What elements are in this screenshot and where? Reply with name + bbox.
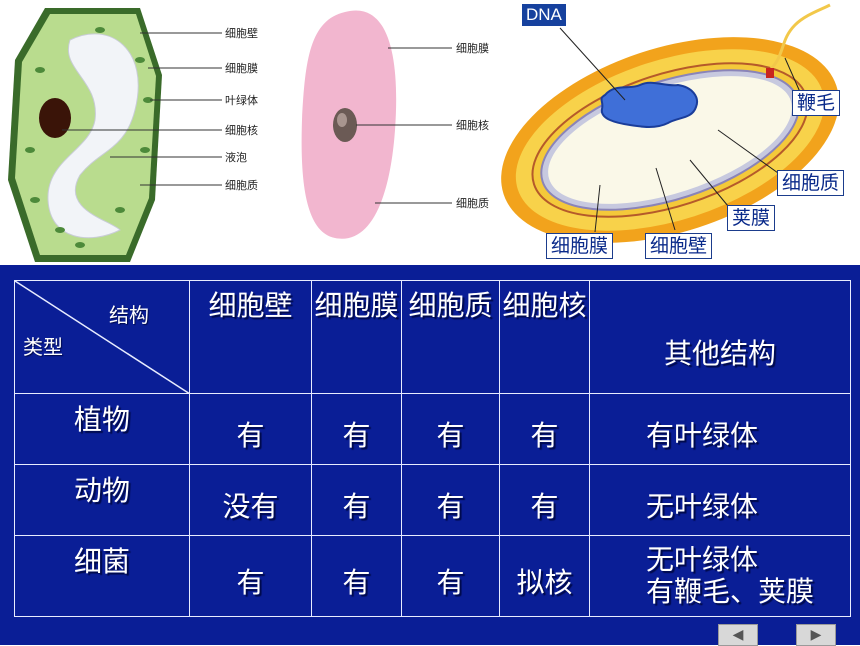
plant-label-membrane: 细胞膜 [225,62,258,75]
triangle-left-icon: ◀ [732,627,744,643]
table-cell-other: 无叶绿体 [589,464,851,536]
table-cell: 有 [189,393,312,465]
animal-label-nucleus: 细胞核 [456,118,489,132]
table-cell: 有 [189,535,312,617]
plant-label-vacuole: 液泡 [225,150,247,164]
illustration-area: 细胞壁 细胞膜 叶绿体 细胞核 液泡 细胞质 细胞膜 细胞核 细胞质 [0,0,860,265]
prev-slide-button[interactable]: ◀ [718,624,758,646]
table-cell: 没有 [189,464,312,536]
plant-cell-diagram: 细胞壁 细胞膜 叶绿体 细胞核 液泡 细胞质 [8,8,258,262]
table-cell: 有 [311,393,402,465]
bacterium-diagram [501,3,839,243]
row-label-plant: 植物 [14,393,190,465]
bacteria-label-membrane: 细胞膜 [546,233,614,259]
table-cell: 拟核 [499,535,590,617]
table-cell: 有 [499,464,590,536]
table-cell: 有 [499,393,590,465]
bacteria-label-wall: 细胞壁 [645,233,713,259]
cell-comparison-table: 结构 类型 细胞壁 细胞膜 细胞质 细胞核 其他结构 植物 有 有 有 有 有叶… [14,280,851,617]
table-row: 细菌 有 有 有 拟核 无叶绿体 有鞭毛、荚膜 [14,535,851,617]
animal-label-cytoplasm: 细胞质 [456,197,489,210]
corner-label-structure: 结构 [109,303,149,327]
header-other-structures: 其他结构 [589,280,851,394]
next-slide-button[interactable]: ▶ [796,624,836,646]
plant-label-chloroplast: 叶绿体 [225,93,258,107]
animal-cell-diagram: 细胞膜 细胞核 细胞质 [301,10,489,239]
header-cell-membrane: 细胞膜 [311,280,402,394]
bacteria-label-cytoplasm: 细胞质 [777,170,845,196]
bacteria-label-dna: DNA [522,4,566,26]
corner-label-type: 类型 [23,335,63,359]
table-cell-other: 无叶绿体 有鞭毛、荚膜 [589,535,851,617]
table-header-row: 结构 类型 细胞壁 细胞膜 细胞质 细胞核 其他结构 [14,280,851,394]
header-nucleus: 细胞核 [499,280,590,394]
table-cell: 有 [401,464,500,536]
table-cell: 有 [401,535,500,617]
plant-label-nucleus: 细胞核 [225,123,258,137]
header-cell-wall: 细胞壁 [189,280,312,394]
table-cell-other: 有叶绿体 [589,393,851,465]
nucleus-shape [39,98,71,138]
plant-label-cytoplasm: 细胞质 [225,179,258,192]
row-label-bacteria: 细菌 [14,535,190,617]
other-line-2: 有鞭毛、荚膜 [646,575,815,608]
table-cell: 有 [401,393,500,465]
plant-label-wall: 细胞壁 [225,26,258,40]
table-cell: 有 [311,464,402,536]
triangle-right-icon: ▶ [810,627,822,643]
corner-diagonal [15,281,190,394]
table-row: 动物 没有 有 有 有 无叶绿体 [14,464,851,536]
table-corner-cell: 结构 类型 [14,280,190,394]
animal-label-membrane: 细胞膜 [456,42,489,55]
table-row: 植物 有 有 有 有 有叶绿体 [14,393,851,465]
bacteria-label-capsule: 荚膜 [727,205,776,231]
other-line-1: 无叶绿体 [646,543,759,576]
table-cell: 有 [311,535,402,617]
row-label-animal: 动物 [14,464,190,536]
bacteria-label-flagellum: 鞭毛 [792,90,841,116]
header-cytoplasm: 细胞质 [401,280,500,394]
